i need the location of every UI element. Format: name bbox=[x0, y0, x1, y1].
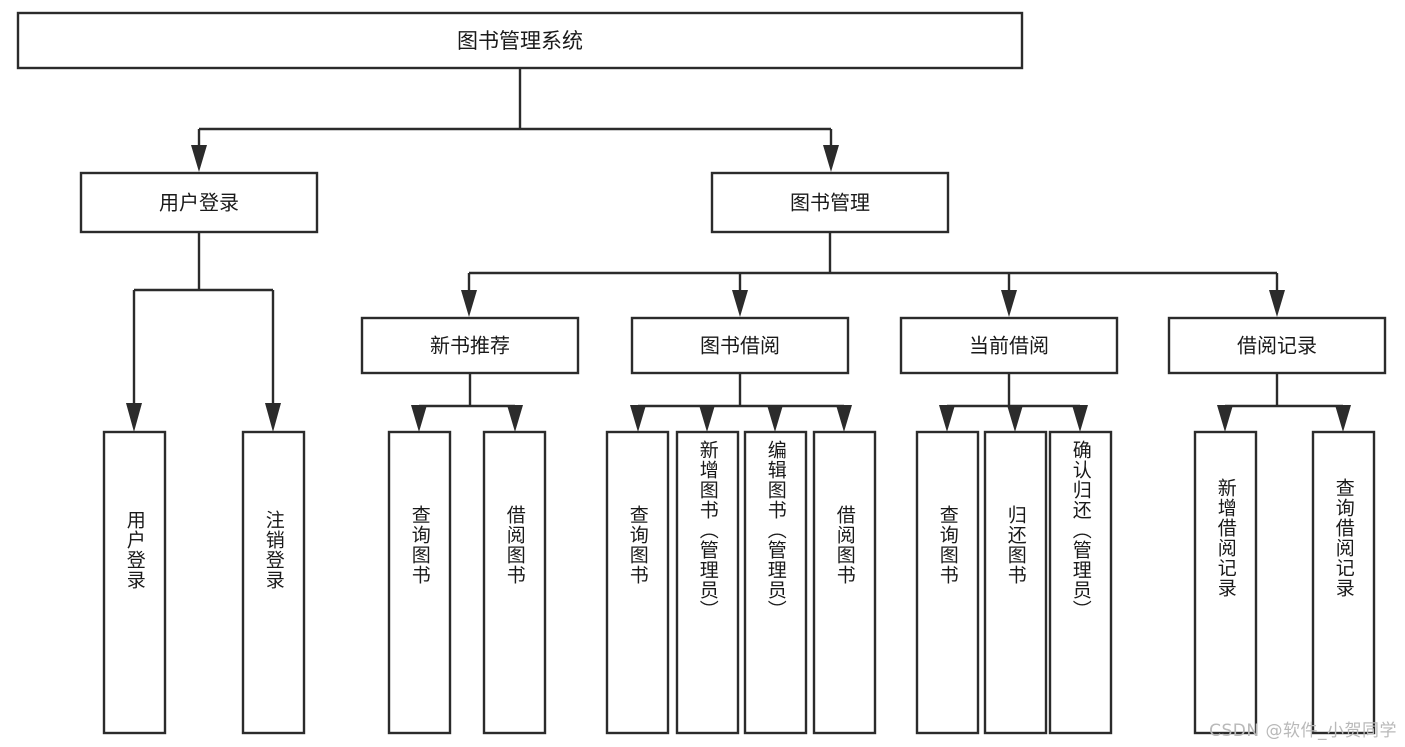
node-borrow-record[interactable]: 借阅记录 bbox=[1167, 316, 1387, 375]
node-new-book-recommend[interactable]: 新书推荐 bbox=[360, 316, 580, 375]
leaf-box-logout[interactable] bbox=[241, 430, 306, 735]
leaf-box-edit-book[interactable] bbox=[743, 430, 808, 735]
leaf-box-query-book-1[interactable] bbox=[387, 430, 452, 735]
node-new-book-recommend-label: 新书推荐 bbox=[430, 334, 510, 358]
connector-root-to-level2 bbox=[191, 68, 839, 172]
arrow-head-leaf-query-record bbox=[1335, 405, 1351, 432]
connector-book-borrow-to-leaves bbox=[630, 373, 852, 432]
arrow-head-leaf-add-book bbox=[699, 405, 715, 432]
leaf-box-borrow-book-2[interactable] bbox=[812, 430, 877, 735]
arrow-head-leaf-borrow-book-2 bbox=[836, 405, 852, 432]
leaf-box-borrow-book-1[interactable] bbox=[482, 430, 547, 735]
leaf-box-query-book-2[interactable] bbox=[605, 430, 670, 735]
leaf-box-add-record[interactable] bbox=[1193, 430, 1258, 735]
connector-borrow-record-to-leaves bbox=[1217, 373, 1351, 432]
arrow-head-new-book-recommend bbox=[461, 290, 477, 317]
node-borrow-record-box[interactable] bbox=[1167, 316, 1387, 375]
leaf-box-add-book[interactable] bbox=[675, 430, 740, 735]
connector-book-manage-to-level3 bbox=[461, 232, 1285, 317]
node-root-label: 图书管理系统 bbox=[457, 29, 583, 53]
node-book-borrow-label: 图书借阅 bbox=[700, 334, 780, 358]
arrow-head-leaf-add-record bbox=[1217, 405, 1233, 432]
node-book-borrow-box[interactable] bbox=[630, 316, 850, 375]
leaf-box-user-login[interactable] bbox=[102, 430, 167, 735]
leaf-box-return-book[interactable] bbox=[983, 430, 1048, 735]
leaf-box-query-book-3[interactable] bbox=[915, 430, 980, 735]
arrow-head-current-borrow bbox=[1001, 290, 1017, 317]
node-current-borrow-box[interactable] bbox=[899, 316, 1119, 375]
arrow-head-leaf-return-book bbox=[1007, 405, 1023, 432]
watermark-text: CSDN @软件_小贺同学 bbox=[1209, 721, 1397, 741]
node-user-login[interactable]: 用户登录 bbox=[79, 171, 319, 234]
connector-current-borrow-to-leaves bbox=[939, 373, 1088, 432]
arrow-head-leaf-query-book-2 bbox=[630, 405, 646, 432]
node-root-box[interactable] bbox=[16, 11, 1024, 70]
node-current-borrow-label: 当前借阅 bbox=[969, 334, 1049, 358]
arrow-head-leaf-user-login bbox=[126, 403, 142, 432]
node-borrow-record-label: 借阅记录 bbox=[1237, 334, 1317, 358]
arrow-head-leaf-query-book-1 bbox=[411, 405, 427, 432]
arrow-head-leaf-edit-book bbox=[767, 405, 783, 432]
arrow-head-leaf-query-book-3 bbox=[939, 405, 955, 432]
arrow-head-user-login bbox=[191, 145, 207, 172]
leaf-box-query-record[interactable] bbox=[1311, 430, 1376, 735]
node-user-login-label: 用户登录 bbox=[159, 191, 239, 215]
connector-new-book-to-leaves bbox=[411, 373, 523, 432]
node-book-manage-box[interactable] bbox=[710, 171, 950, 234]
node-root[interactable]: 图书管理系统 bbox=[16, 11, 1024, 70]
arrow-head-leaf-logout bbox=[265, 403, 281, 432]
arrow-head-leaf-borrow-book-1 bbox=[507, 405, 523, 432]
node-new-book-recommend-box[interactable] bbox=[360, 316, 580, 375]
arrow-head-borrow-record bbox=[1269, 290, 1285, 317]
node-book-borrow[interactable]: 图书借阅 bbox=[630, 316, 850, 375]
node-current-borrow[interactable]: 当前借阅 bbox=[899, 316, 1119, 375]
node-book-manage[interactable]: 图书管理 bbox=[710, 171, 950, 234]
arrow-head-leaf-confirm-return bbox=[1072, 405, 1088, 432]
node-book-manage-label: 图书管理 bbox=[790, 191, 870, 215]
arrow-head-book-borrow bbox=[732, 290, 748, 317]
connector-user-login-to-leaves bbox=[126, 232, 281, 432]
arrow-head-book-manage bbox=[823, 145, 839, 172]
leaf-box-confirm-return[interactable] bbox=[1048, 430, 1113, 735]
